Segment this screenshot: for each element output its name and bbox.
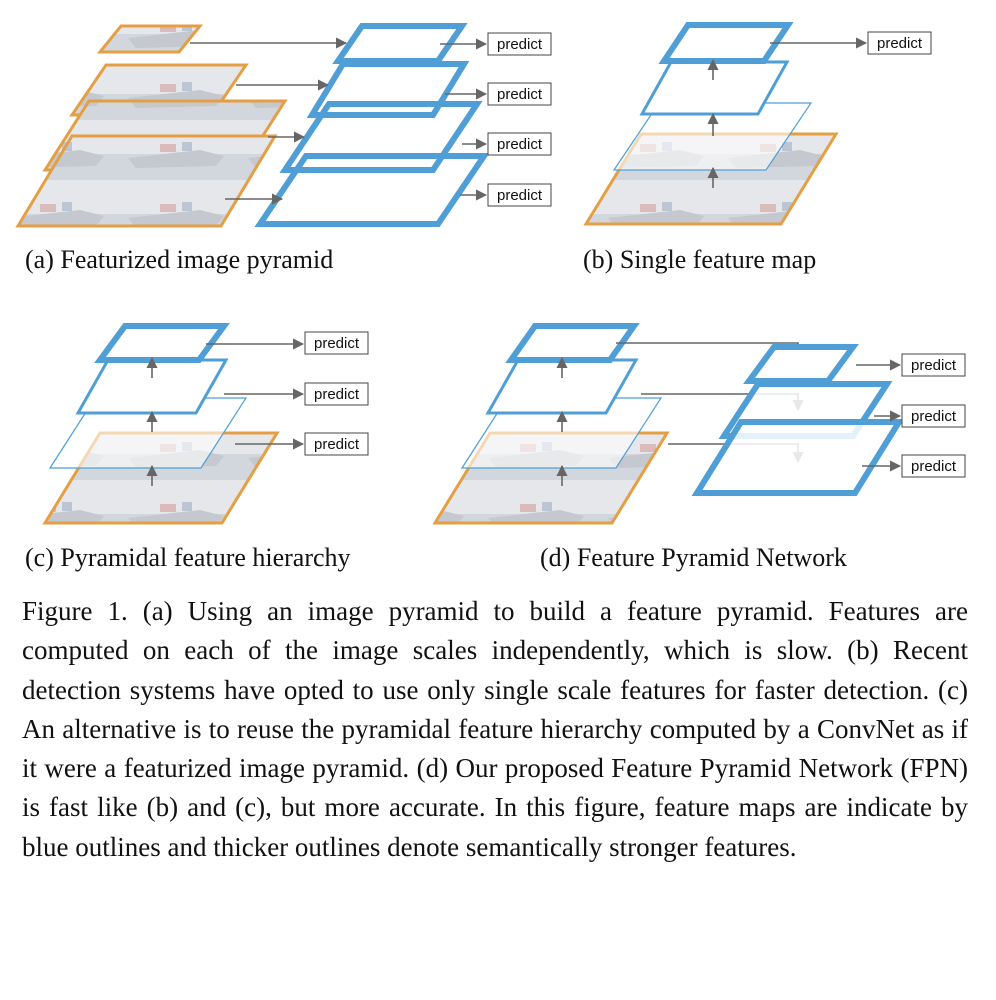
- predict-label: predict: [314, 436, 360, 453]
- predict-label: predict: [877, 35, 923, 52]
- feature-map-2: [279, 101, 483, 173]
- predict-box: predict: [487, 82, 552, 106]
- predict-boxes: predict predict predict predict: [487, 32, 552, 207]
- predict-box: predict: [901, 404, 966, 428]
- predict-box: predict: [867, 31, 932, 55]
- panel-b: predict (b) Single feature map: [583, 22, 932, 274]
- feature-map-3: [306, 61, 470, 118]
- predict-label: predict: [497, 187, 543, 204]
- arrows: [556, 356, 902, 486]
- predict-box: predict: [901, 454, 966, 478]
- predict-label: predict: [314, 335, 360, 352]
- feature-map-level-3: [94, 323, 230, 363]
- feature-maps: [254, 23, 490, 227]
- predict-label: predict: [497, 136, 543, 153]
- predict-box: predict: [304, 382, 369, 406]
- image-pyramid: [15, 24, 288, 228]
- top-down-level-3: [743, 344, 859, 384]
- panel-b-caption: (b) Single feature map: [583, 245, 816, 274]
- figure-caption: Figure 1. (a) Using an image pyramid to …: [22, 596, 968, 862]
- predict-box: predict: [487, 183, 552, 207]
- image-level-4: [96, 24, 204, 54]
- feature-map-1: [254, 153, 490, 227]
- figure-diagram: predict predict predict predict (a) Feat…: [15, 22, 966, 572]
- arrows: [707, 37, 868, 188]
- panel-d: predict predict predict (d) Feature Pyra…: [432, 323, 966, 572]
- feature-map-level-3: [658, 22, 794, 64]
- arrows: [146, 338, 305, 486]
- predict-label: predict: [911, 357, 957, 374]
- predict-box: predict: [487, 132, 552, 156]
- feature-map-level-2: [639, 60, 790, 116]
- bottom-up-level-3: [505, 323, 640, 363]
- predict-box: predict: [304, 432, 369, 456]
- predict-label: predict: [497, 36, 543, 53]
- panel-a: predict predict predict predict (a) Feat…: [15, 23, 552, 274]
- predict-box: predict: [304, 331, 369, 355]
- panel-c: predict predict predict (c) Pyramidal fe…: [25, 323, 369, 572]
- predict-label: predict: [911, 458, 957, 475]
- predict-box: predict: [487, 32, 552, 56]
- panel-a-caption: (a) Featurized image pyramid: [25, 245, 333, 274]
- predict-label: predict: [497, 86, 543, 103]
- panel-c-caption: (c) Pyramidal feature hierarchy: [25, 543, 351, 572]
- image-level-1: [15, 134, 278, 228]
- panel-d-caption: (d) Feature Pyramid Network: [540, 543, 847, 572]
- arrows: [190, 37, 488, 205]
- top-down-level-1: [691, 419, 905, 496]
- predict-box: predict: [901, 353, 966, 377]
- predict-label: predict: [314, 386, 360, 403]
- predict-label: predict: [911, 408, 957, 425]
